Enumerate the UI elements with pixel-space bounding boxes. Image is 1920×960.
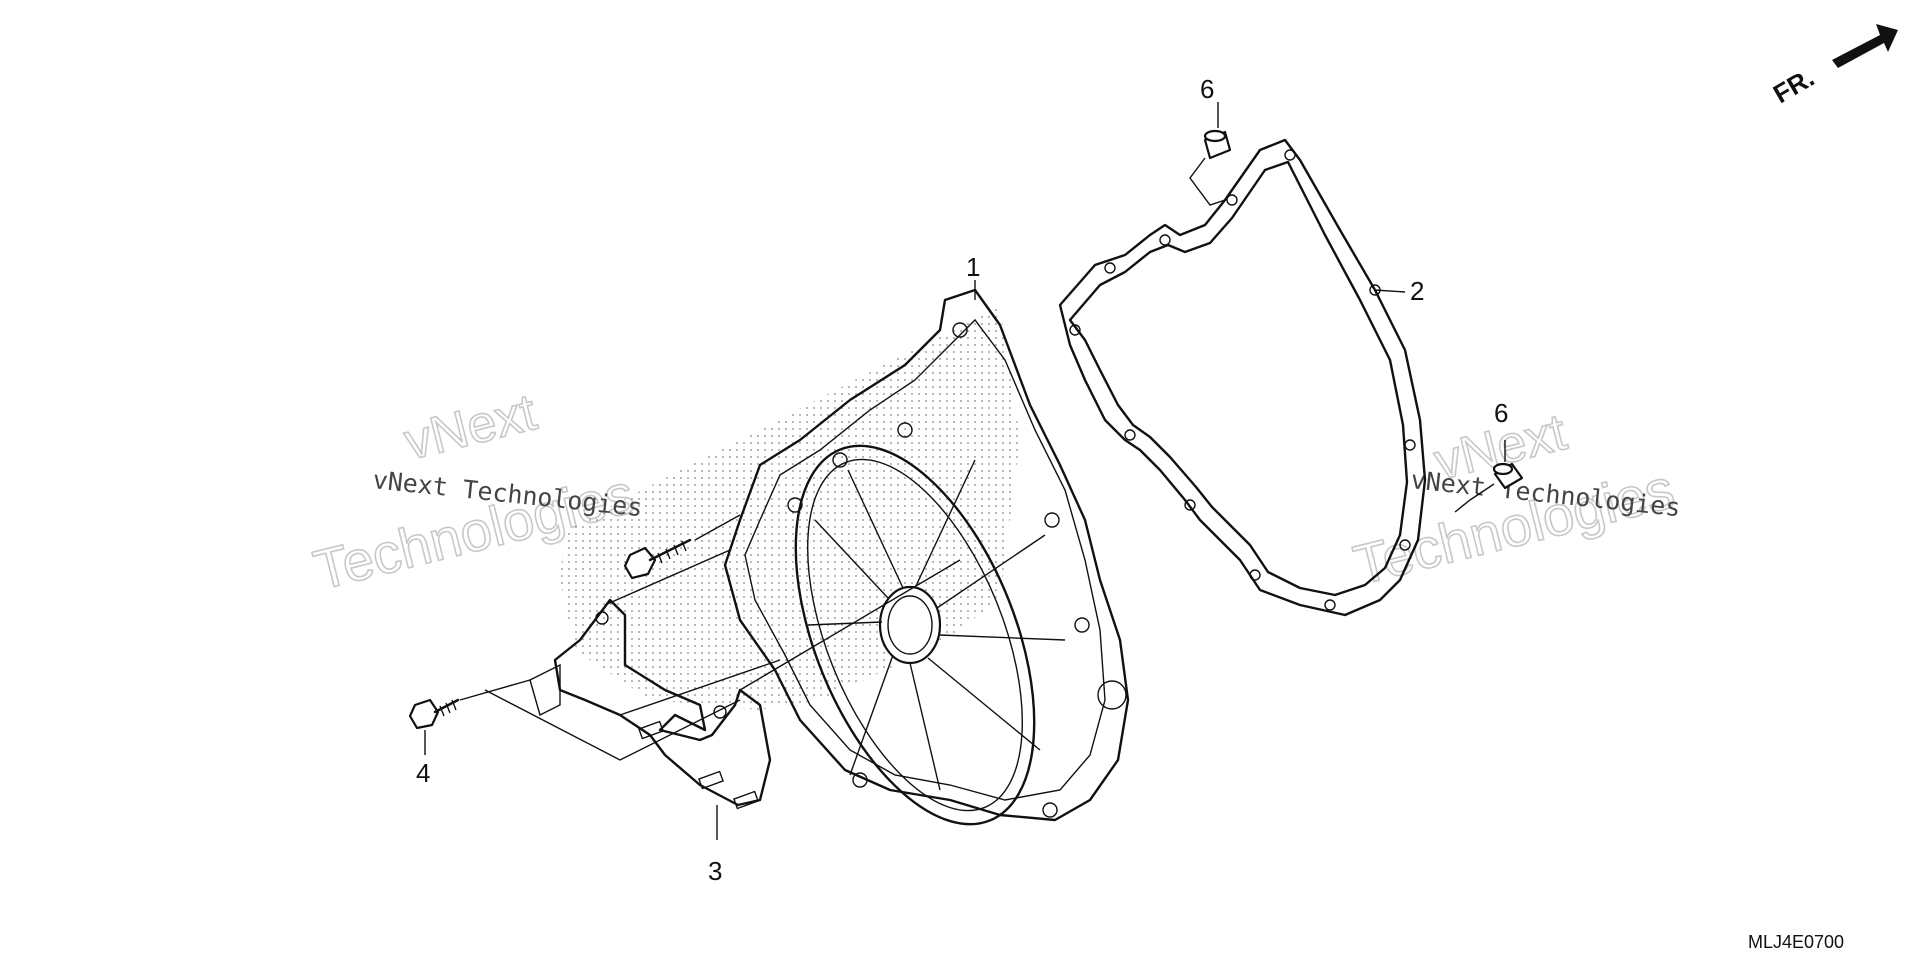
callout-4: 4 <box>416 758 430 788</box>
leader-lines <box>424 102 1506 840</box>
front-arrow-icon <box>1832 24 1898 68</box>
gasket-part-2 <box>1058 138 1427 617</box>
cover-part-1 <box>723 288 1130 826</box>
front-direction-indicator: FR. <box>1768 24 1898 109</box>
callout-1: 1 <box>966 252 980 282</box>
bolt-top <box>623 538 692 580</box>
callout-2: 2 <box>1410 276 1424 306</box>
watermark-right: vNext Technologies vNext Technologies <box>1347 402 1682 597</box>
bolt-part-4-lower <box>408 698 460 730</box>
callout-3: 3 <box>708 856 722 886</box>
dowel-pin-6-top <box>1189 129 1232 206</box>
callout-6-right: 6 <box>1494 398 1508 428</box>
front-label: FR. <box>1768 62 1819 109</box>
callout-6-top: 6 <box>1200 74 1214 104</box>
diagram-code: MLJ4E0700 <box>1748 932 1844 952</box>
shading-area <box>560 305 1020 710</box>
dowel-pin-6-right <box>1454 462 1524 513</box>
watermark-word-vnext: vNext <box>399 383 543 472</box>
